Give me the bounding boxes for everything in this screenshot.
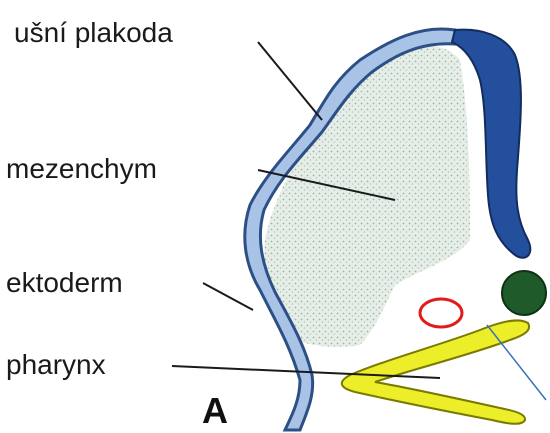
pharynx-shape bbox=[342, 320, 529, 423]
otic-placode-leader-line bbox=[258, 42, 322, 120]
ectoderm-leader-line bbox=[203, 283, 253, 310]
notochord bbox=[502, 271, 546, 315]
blood-vessel-ring bbox=[420, 299, 462, 327]
label-otic-placode: ušní plakoda bbox=[14, 17, 173, 48]
label-mesenchyme: mezenchym bbox=[6, 153, 157, 184]
label-ectoderm: ektoderm bbox=[6, 267, 123, 298]
label-pharynx: pharynx bbox=[6, 349, 106, 380]
panel-letter: A bbox=[202, 390, 228, 431]
